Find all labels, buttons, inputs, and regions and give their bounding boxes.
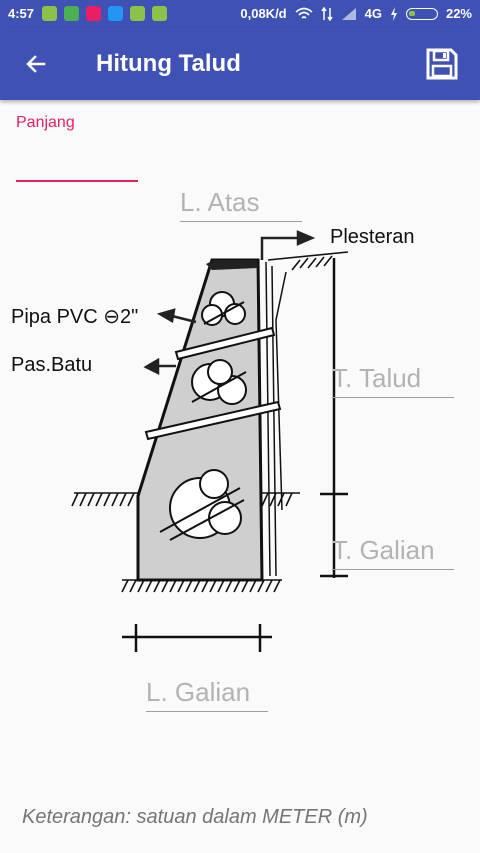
data-arrows-icon: [321, 6, 333, 21]
battery-icon: [405, 7, 438, 20]
panjang-label: Panjang: [16, 114, 75, 131]
signal-icon: [341, 7, 356, 20]
arrow-left-icon: [26, 55, 46, 73]
app-icon: [108, 6, 123, 21]
android-icon: [130, 6, 145, 21]
floppy-disk-icon: [426, 48, 458, 80]
l-atas-input[interactable]: [180, 186, 302, 222]
plaster-layer: [257, 259, 287, 579]
l-galian-input[interactable]: [146, 676, 268, 712]
status-right: 0,08K/d 4G 22%: [240, 6, 472, 21]
plesteran-label: Plesteran: [330, 226, 415, 248]
panjang-input[interactable]: [16, 140, 138, 182]
message-icon: [64, 6, 79, 21]
battery-level: 22%: [445, 6, 472, 21]
t-galian-input[interactable]: [332, 534, 454, 570]
stones: [159, 291, 247, 541]
dimension-lines: [122, 258, 348, 652]
footer-note: Keterangan: satuan dalam METER (m): [22, 806, 368, 828]
network-speed: 0,08K/d: [240, 6, 287, 21]
app-bar: Hitung Talud: [0, 28, 480, 100]
wall-cap: [206, 260, 258, 270]
pas-batu-label: Pas.Batu: [11, 354, 93, 376]
charging-icon: [390, 6, 397, 21]
pipa-pvc-label: Pipa PVC ⊖2": [11, 306, 139, 328]
leader-arrows: [143, 230, 316, 376]
t-talud-input[interactable]: [332, 362, 454, 398]
status-time: 4:57: [8, 6, 35, 21]
status-bar: 4:57 0,08K/d 4G 22%: [0, 0, 480, 28]
android-icon: [152, 6, 167, 21]
network-type: 4G: [364, 6, 382, 21]
save-button[interactable]: [420, 44, 464, 84]
page-title: Hitung Talud: [96, 50, 241, 77]
talud-diagram: [71, 230, 349, 652]
back-button[interactable]: [18, 46, 54, 82]
notification-icon: [42, 6, 57, 21]
pvc-pipes: [144, 326, 282, 441]
wifi-icon: [295, 7, 313, 19]
instagram-icon: [86, 6, 101, 21]
